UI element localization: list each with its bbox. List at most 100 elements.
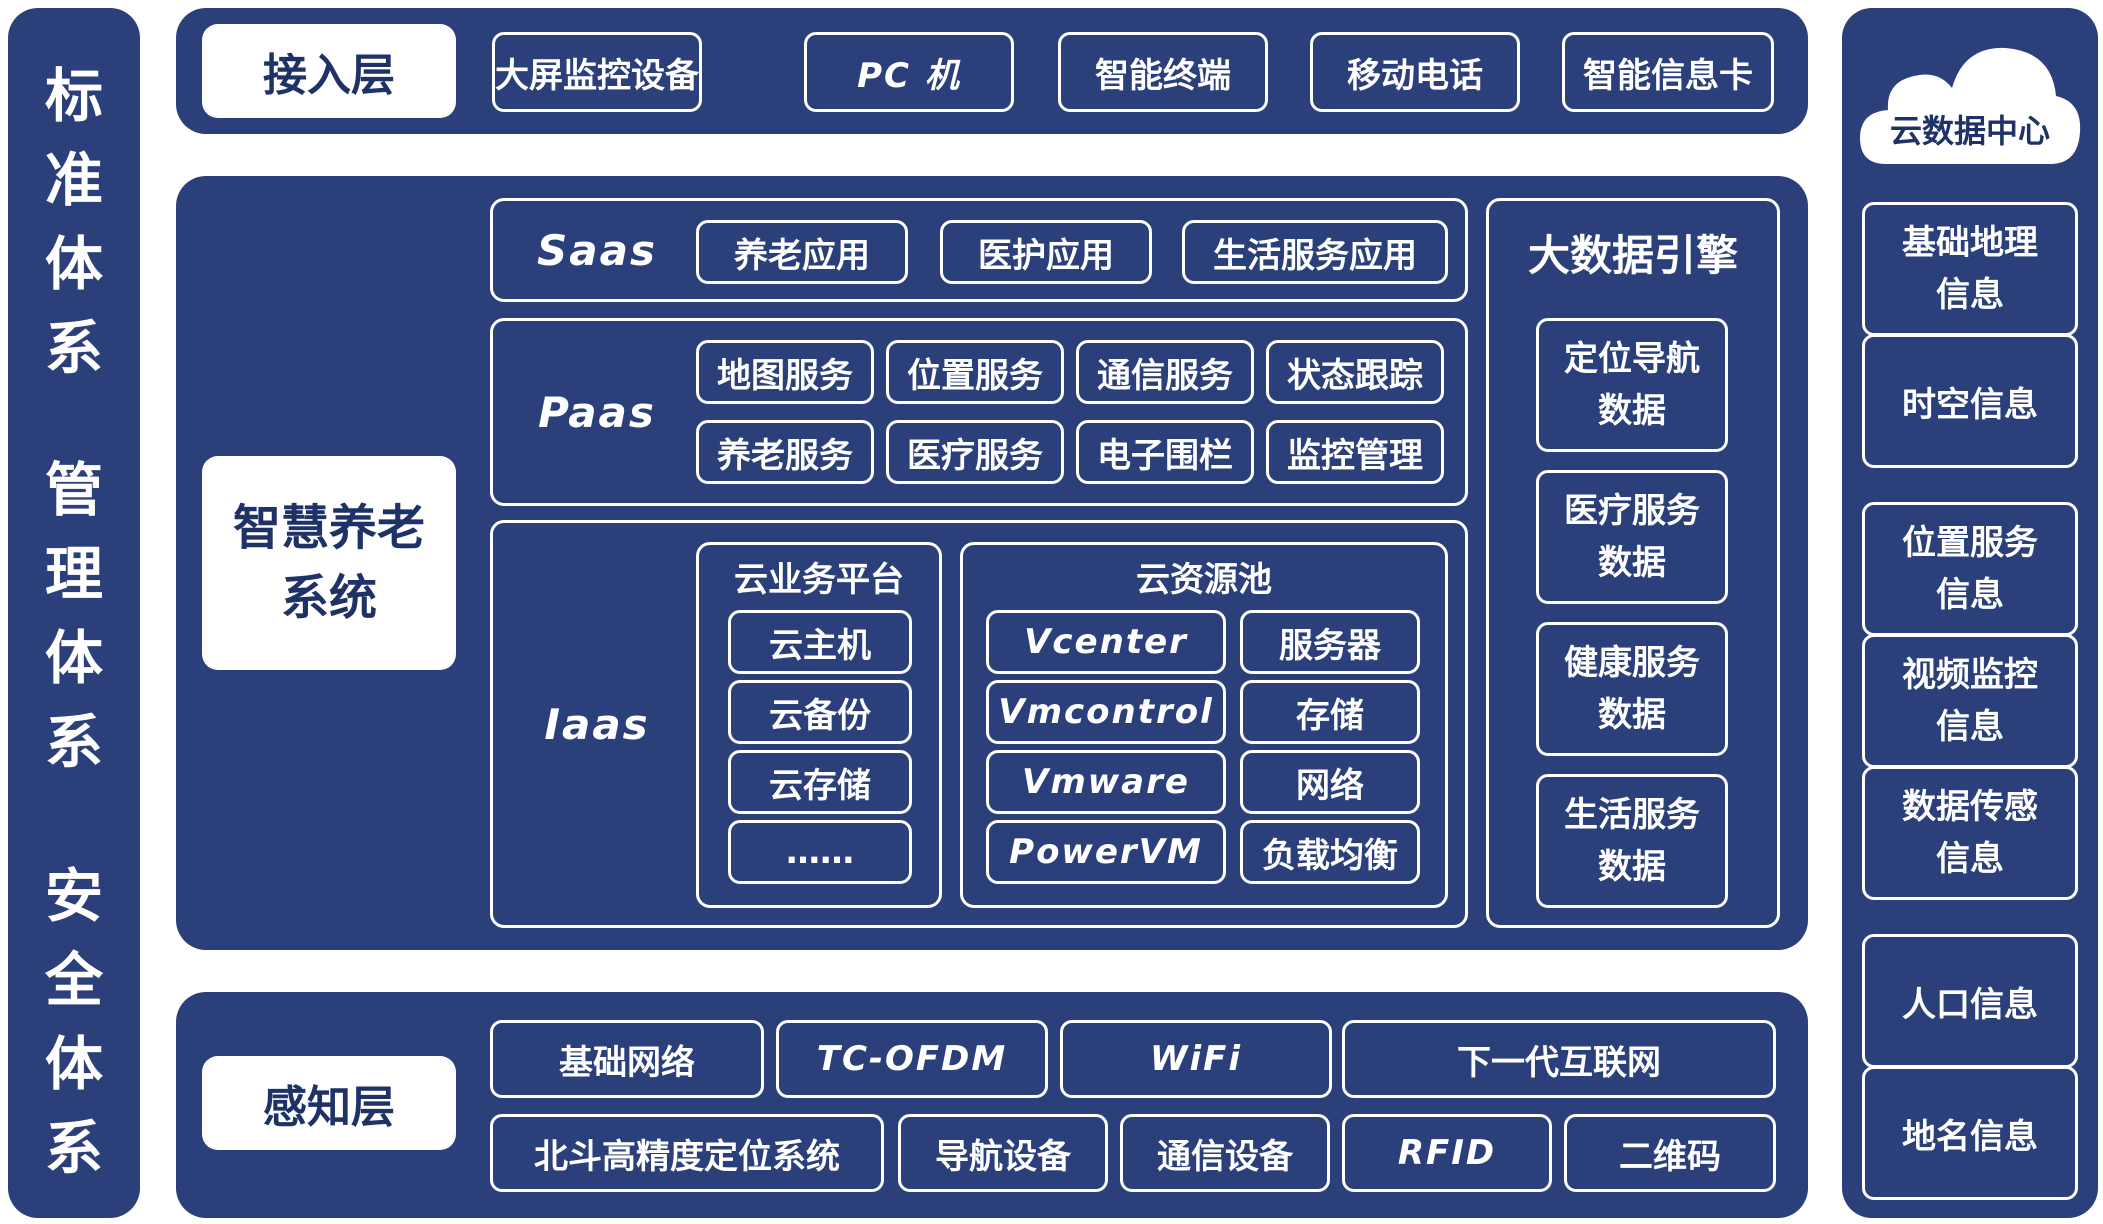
char: 体 [44,624,103,692]
pool-item: 负载均衡 [1240,820,1420,884]
standard-system-label: 标 准 体 系 [8,54,140,390]
paas-item: 医疗服务 [886,420,1064,484]
paas-box [490,318,1468,506]
paas-item: 电子围栏 [1076,420,1254,484]
char: 系 [44,314,103,382]
char: 管 [44,456,103,524]
cloud-item: 人口信息 [1862,934,2078,1068]
perception-item: TC-OFDM [776,1020,1048,1098]
pool-item: 服务器 [1240,610,1420,674]
engine-item-line: 数据 [1598,543,1666,583]
access-layer-title: 接入层 [202,24,456,118]
system-title-line2: 系统 [280,570,377,626]
char: 体 [44,230,103,298]
saas-label: Saas [537,225,657,275]
pool-item: Vmware [986,750,1226,814]
engine-item-line: 健康服务 [1564,643,1700,683]
perception-item: 北斗高精度定位系统 [490,1114,884,1192]
access-item: PC 机 [804,32,1014,112]
cloud-item: 视频监控 信息 [1862,634,2078,768]
system-title-line1: 智慧养老 [232,500,425,556]
saas-item: 医护应用 [940,220,1152,284]
cloud-item-line: 位置服务 [1902,523,2038,563]
perception-item: 基础网络 [490,1020,764,1098]
paas-item: 状态跟踪 [1266,340,1444,404]
pool-item: 网络 [1240,750,1420,814]
cloud-item-line: 信息 [1936,707,2004,747]
cloud-data-center-panel: 云数据中心 基础地理 信息 时空信息 位置服务 信息 视频监控 信息 数据传感 … [1842,8,2098,1218]
cloud-item-line: 信息 [1936,275,2004,315]
engine-item-line: 数据 [1598,847,1666,887]
cloud-item-line: 视频监控 [1902,655,2038,695]
access-item: 移动电话 [1310,32,1520,112]
engine-item-line: 数据 [1598,391,1666,431]
paas-item: 监控管理 [1266,420,1444,484]
perception-item: RFID [1342,1114,1552,1192]
cloud-item: 基础地理 信息 [1862,202,2078,336]
engine-item: 生活服务 数据 [1536,774,1728,908]
pool-item: 存储 [1240,680,1420,744]
paas-item: 地图服务 [696,340,874,404]
cloud-item: 数据传感 信息 [1862,766,2078,900]
pool-item: Vmcontrol [986,680,1226,744]
iaas-box [490,520,1468,928]
pool-item: PowerVM [986,820,1226,884]
char: 全 [44,946,103,1014]
char: 系 [44,1114,103,1182]
engine-item-line: 数据 [1598,695,1666,735]
access-layer-panel: 接入层 大屏监控设备 PC 机 智能终端 移动电话 智能信息卡 [176,8,1808,134]
management-system-label: 管 理 体 系 [8,448,140,784]
engine-item-line: 定位导航 [1564,339,1700,379]
platform-item: …… [728,820,912,884]
cloud-item-line: 地名信息 [1902,1116,2038,1157]
security-system-label: 安 全 体 系 [8,854,140,1190]
engine-item-line: 医疗服务 [1564,491,1700,531]
saas-item: 养老应用 [696,220,908,284]
cloud-item-line: 数据传感 [1902,787,2038,827]
perception-item: 二维码 [1564,1114,1776,1192]
perception-layer-title: 感知层 [202,1056,456,1150]
pool-item: Vcenter [986,610,1226,674]
perception-item: WiFi [1060,1020,1332,1098]
char: 准 [44,146,103,214]
big-data-engine-box [1486,198,1780,928]
saas-box [490,198,1468,302]
paas-item: 通信服务 [1076,340,1254,404]
platform-item: 云主机 [728,610,912,674]
cloud-platform-box [696,542,942,908]
perception-layer-panel: 感知层 基础网络 TC-OFDM WiFi 下一代互联网 北斗高精度定位系统 导… [176,992,1808,1218]
access-item: 智能信息卡 [1562,32,1774,112]
char: 理 [44,540,103,608]
resource-pool-title: 云资源池 [1136,559,1272,600]
engine-item: 医疗服务 数据 [1536,470,1728,604]
perception-item: 下一代互联网 [1342,1020,1776,1098]
access-item: 智能终端 [1058,32,1268,112]
system-title: 智慧养老 系统 [202,456,456,670]
engine-item: 定位导航 数据 [1536,318,1728,452]
cloud-data-center-title: 云数据中心 [1889,112,2050,150]
system-panel: 智慧养老 系统 Saas 养老应用 医护应用 生活服务应用 Paas 地图服务 … [176,176,1808,950]
cloud-item: 位置服务 信息 [1862,502,2078,636]
resource-pool-box [960,542,1448,908]
char: 体 [44,1030,103,1098]
left-standards-column: 标 准 体 系 管 理 体 系 安 全 体 系 [8,8,140,1218]
engine-item-line: 生活服务 [1564,795,1700,835]
cloud-item-line: 信息 [1936,575,2004,615]
cloud-item: 时空信息 [1862,334,2078,468]
perception-item: 通信设备 [1120,1114,1330,1192]
cloud-item-line: 时空信息 [1902,384,2038,425]
cloud-icon [1860,47,2081,165]
iaas-label: Iaas [544,699,650,749]
char: 系 [44,708,103,776]
char: 安 [44,862,103,930]
paas-item: 位置服务 [886,340,1064,404]
cloud-item-line: 信息 [1936,839,2004,879]
cloud-item-line: 人口信息 [1902,984,2038,1025]
char: 标 [44,62,103,130]
saas-item: 生活服务应用 [1182,220,1448,284]
cloud-platform-title: 云业务平台 [734,559,904,600]
perception-item: 导航设备 [898,1114,1108,1192]
paas-label: Paas [538,387,656,437]
access-item: 大屏监控设备 [492,32,702,112]
big-data-engine-title: 大数据引擎 [1527,230,1738,280]
